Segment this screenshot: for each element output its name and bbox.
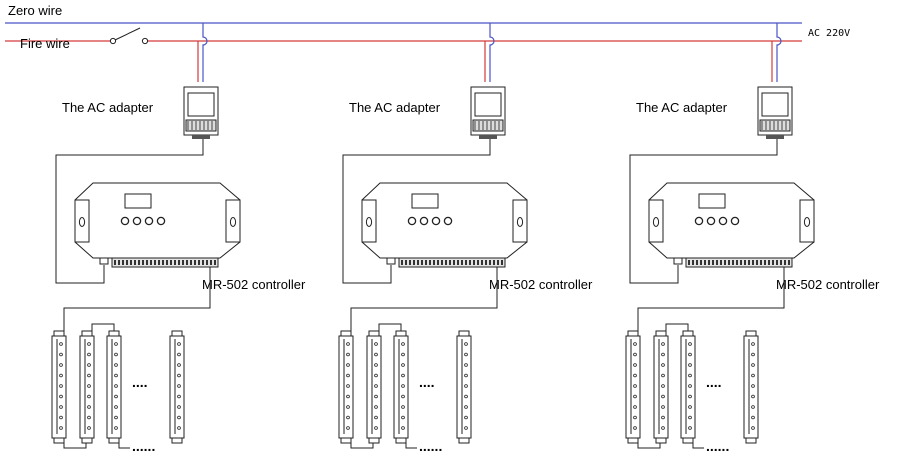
ellipsis-label: ......: [419, 438, 442, 452]
switch-icon: [109, 27, 149, 45]
light-bar-icon: [338, 330, 354, 444]
adapter-label: The AC adapter: [62, 100, 154, 115]
controller-icon: [648, 182, 815, 268]
signal-wire: [63, 267, 211, 334]
adapter-output-wire: [629, 139, 778, 284]
adapter-output-wire: [55, 139, 204, 284]
ac-adapter-icon: [757, 86, 793, 139]
ellipsis-label: ......: [132, 438, 155, 452]
bar-link-wire: [692, 443, 704, 449]
ac-adapter-icon: [470, 86, 506, 139]
zero-feed-wire: [776, 23, 782, 82]
bar-link-wire: [118, 443, 130, 449]
voltage-label: AC 220V: [808, 28, 850, 39]
ellipsis-label: ....: [419, 374, 435, 390]
zero-feed-wire: [202, 23, 208, 82]
bar-link-wire: [405, 443, 417, 449]
adapter-label: The AC adapter: [636, 100, 728, 115]
light-bar-icon: [366, 330, 382, 444]
ellipsis-label: ......: [706, 438, 729, 452]
controller-icon: [361, 182, 528, 268]
zero-feed-wire: [489, 23, 495, 82]
light-bar-icon: [456, 330, 472, 444]
ellipsis-label: ....: [132, 374, 148, 390]
light-bar-icon: [653, 330, 669, 444]
controller-label: MR-502 controller: [489, 277, 593, 292]
bar-link-wire: [63, 443, 87, 449]
signal-wire: [637, 267, 785, 334]
bar-link-wire: [91, 323, 115, 331]
controller-icon: [74, 182, 241, 268]
ellipsis-label: ....: [706, 374, 722, 390]
ac-adapter-icon: [183, 86, 219, 139]
light-bar-icon: [393, 330, 409, 444]
fire-wire-label: Fire wire: [20, 36, 70, 51]
bar-link-wire: [637, 443, 661, 449]
controller-label: MR-502 controller: [202, 277, 306, 292]
bar-link-wire: [665, 323, 689, 331]
adapter-label: The AC adapter: [349, 100, 441, 115]
bar-link-wire: [378, 323, 402, 331]
light-bar-icon: [743, 330, 759, 444]
light-bar-icon: [169, 330, 185, 444]
light-bar-icon: [79, 330, 95, 444]
light-bar-icon: [680, 330, 696, 444]
light-bar-icon: [625, 330, 641, 444]
light-bar-icon: [51, 330, 67, 444]
adapter-output-wire: [342, 139, 491, 284]
zero-wire-label: Zero wire: [8, 3, 62, 18]
signal-wire: [350, 267, 498, 334]
controller-label: MR-502 controller: [776, 277, 880, 292]
light-bar-icon: [106, 330, 122, 444]
bar-link-wire: [350, 443, 374, 449]
